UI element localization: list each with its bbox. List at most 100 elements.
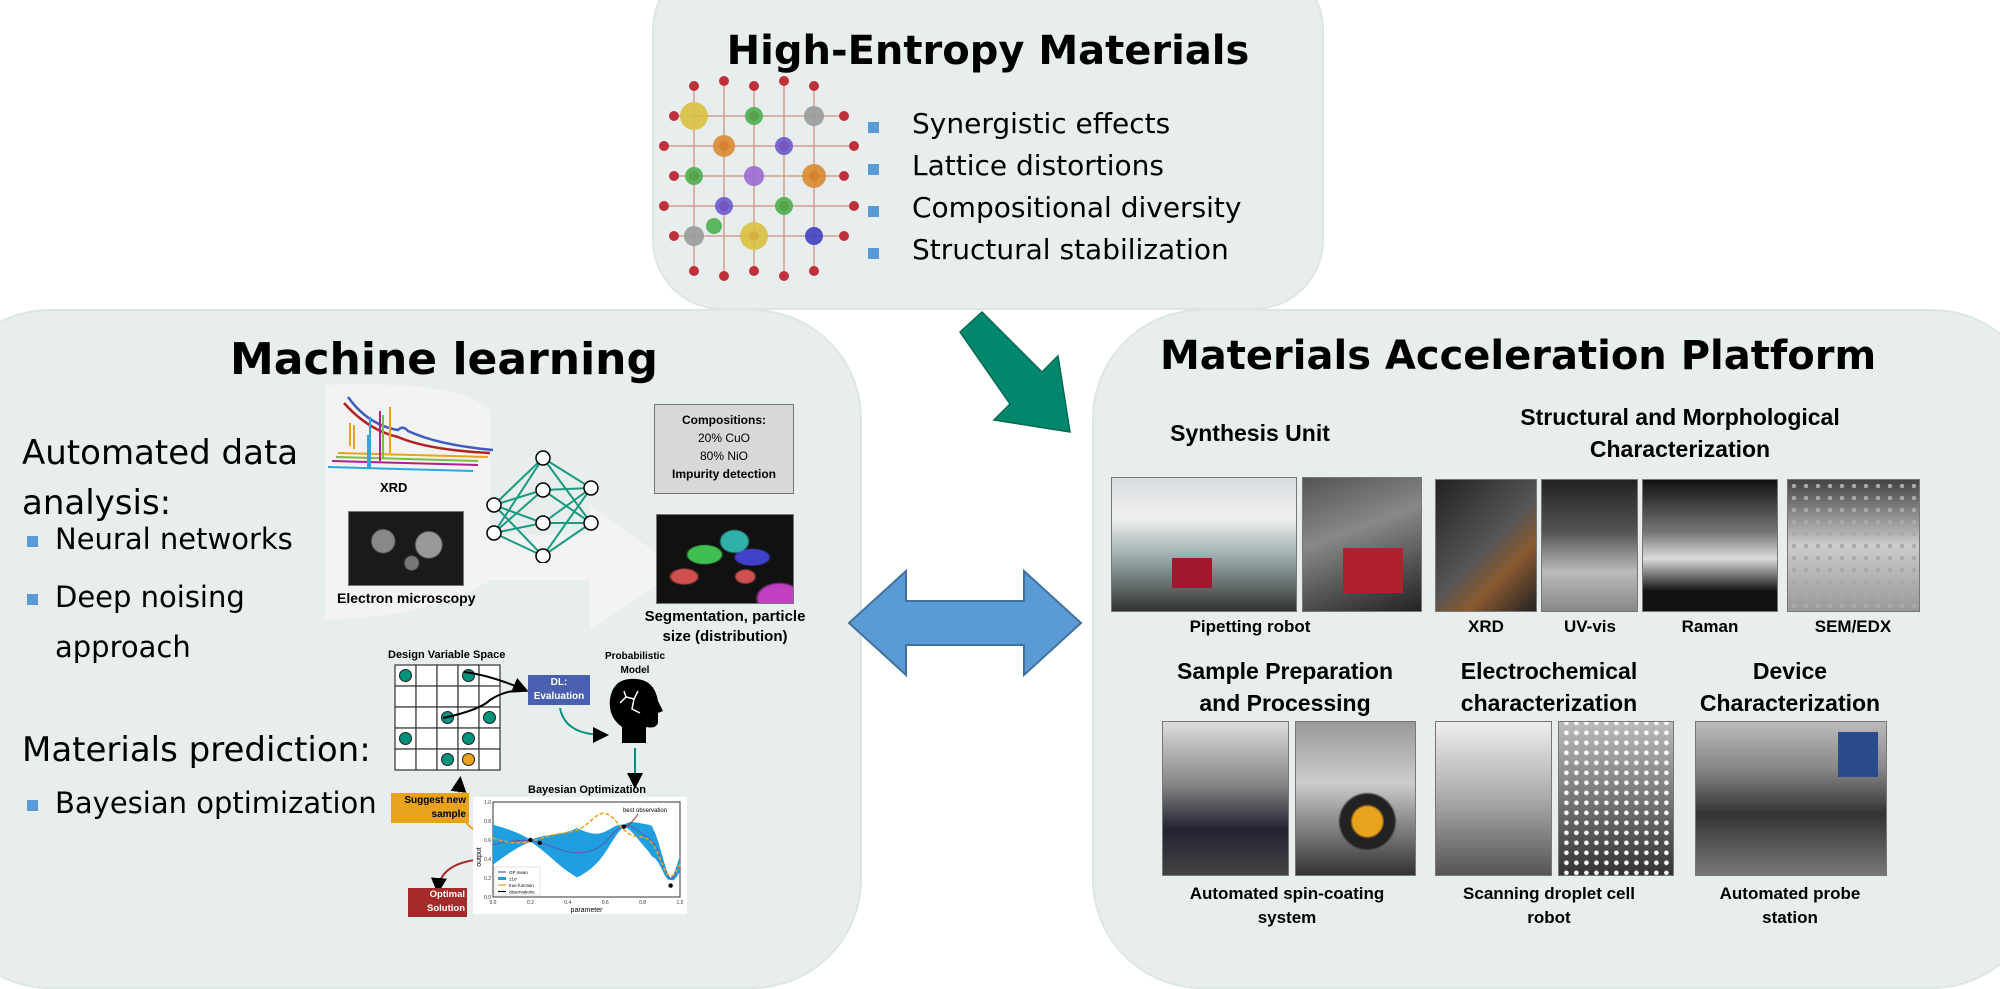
oxygen-atom <box>809 266 819 276</box>
prediction-item: Bayesian optimization <box>55 786 377 820</box>
droplet-cell-label-line2: robot <box>1527 908 1571 927</box>
sem-edx-label: SEM/EDX <box>1814 617 1892 636</box>
confidence-band <box>493 822 680 881</box>
x-tick-label: 0.4 <box>564 900 571 906</box>
annotation-arrow <box>625 813 639 828</box>
optimal-label-line1: Optimal <box>429 889 465 900</box>
device-title-line1: Device <box>1752 658 1828 684</box>
oxygen-atom <box>809 81 819 91</box>
new-sample-point <box>462 753 475 766</box>
bayesian-optimization-label: Bayesian Optimization <box>528 784 646 796</box>
observation-point <box>528 837 533 843</box>
electrochem-title-line2: characterization <box>1460 690 1638 716</box>
probe-station-photo <box>1695 721 1887 876</box>
sample-point <box>399 669 412 682</box>
structural-title-line2: Characterization <box>1589 436 1771 462</box>
composition-line: 80% NiO <box>699 449 749 463</box>
electron-microscopy-image <box>348 511 464 586</box>
nn-connection <box>542 487 592 491</box>
nn-node <box>583 480 599 496</box>
droplet-cell-label-line1: Scanning droplet cell <box>1463 884 1635 903</box>
nn-connection <box>493 504 544 557</box>
grid-cell <box>478 748 501 771</box>
hem-bullet: Synergistic effects <box>912 107 1171 140</box>
nn-connection <box>542 457 592 524</box>
legend-entry: observations <box>509 890 535 895</box>
best-observation-annotation: best observation <box>623 808 667 814</box>
probe-station-label-line2: station <box>1762 908 1818 927</box>
prediction-heading: Materials prediction: <box>22 730 371 770</box>
model-label-line1: Probabilistic <box>604 651 665 662</box>
metal-atom <box>715 197 733 215</box>
metal-atom <box>775 137 793 155</box>
spin-coating-photo-1 <box>1162 721 1289 876</box>
hem-panel <box>652 0 1324 310</box>
metal-atom <box>685 167 703 185</box>
y-tick-label: 1.0 <box>484 800 491 806</box>
suggest-label-line1: Suggest new <box>404 795 466 806</box>
y-tick-label: 0.6 <box>484 838 491 844</box>
analysis-heading-line1: Automated data <box>22 433 299 473</box>
segmentation-image <box>656 514 794 604</box>
synthesis-title: Synthesis Unit <box>1170 420 1330 446</box>
oxygen-atom <box>839 231 849 241</box>
nn-node <box>535 482 551 498</box>
observation-point <box>537 840 542 846</box>
metal-atom <box>775 197 793 215</box>
pipetting-robot-photo-2 <box>1302 477 1422 612</box>
pipetting-robot-photo-1 <box>1111 477 1297 612</box>
oxygen-atom <box>749 81 759 91</box>
droplet-cell-label: Scanning droplet cell robot <box>1463 882 1635 930</box>
metal-atom <box>744 166 764 186</box>
x-tick-label: 0.0 <box>490 900 497 906</box>
segmentation-label-line2: size (distribution) <box>662 628 788 645</box>
oxygen-atom <box>849 201 859 211</box>
sample-prep-title-line1: Sample Preparation <box>1176 658 1394 684</box>
x-tick-label: 0.8 <box>639 900 646 906</box>
gp-mean-line <box>492 825 681 880</box>
nn-node <box>583 515 599 531</box>
hem-bullet: Structural stabilization <box>912 233 1229 266</box>
dl-label-line2: Evaluation <box>533 691 585 702</box>
oxygen-atom <box>659 201 669 211</box>
green-arrow-icon <box>959 310 1071 433</box>
oxygen-atom <box>779 271 789 281</box>
nn-connection <box>493 532 544 557</box>
device-title-line2: Characterization <box>1699 690 1881 716</box>
analysis-item: approach <box>55 630 191 664</box>
bullet-icon <box>27 800 38 811</box>
neural-network-icon <box>486 450 599 563</box>
crystal-structure-image <box>659 76 859 281</box>
xrd-photo <box>1435 479 1537 612</box>
hem-bullet: Compositional diversity <box>912 191 1242 224</box>
spin-coating-label-line2: system <box>1257 908 1317 927</box>
map-title: Materials Acceleration Platform <box>1160 333 1877 379</box>
spin-coating-photo-2 <box>1295 721 1416 876</box>
analysis-item: Neural networks <box>55 522 293 556</box>
nn-connection <box>493 489 544 534</box>
metal-atom <box>684 226 704 246</box>
x-tick-label: 1.0 <box>677 900 684 906</box>
metal-atom <box>713 135 735 157</box>
observation-point <box>668 883 673 888</box>
legend-entry: GP mean <box>509 870 528 875</box>
nn-connection <box>542 522 592 557</box>
raman-label: Raman <box>1681 617 1739 636</box>
nn-connection <box>493 504 544 524</box>
optimal-label-line2: Solution <box>427 903 465 914</box>
pipetting-robot-label: Pipetting robot <box>1189 617 1311 636</box>
droplet-cell-photo-1 <box>1435 721 1552 876</box>
oxygen-atom <box>839 171 849 181</box>
x-tick-label: 0.2 <box>527 900 534 906</box>
design-variable-grid <box>394 664 501 771</box>
raman-photo <box>1642 479 1778 612</box>
compositions-box: Compositions: 20% CuO 80% NiO Impurity d… <box>654 404 794 494</box>
double-arrow-icon <box>847 568 1083 678</box>
design-space-label: Design Variable Space <box>388 649 506 661</box>
compositions-heading: Compositions: <box>682 413 766 427</box>
nn-connection <box>493 489 544 506</box>
